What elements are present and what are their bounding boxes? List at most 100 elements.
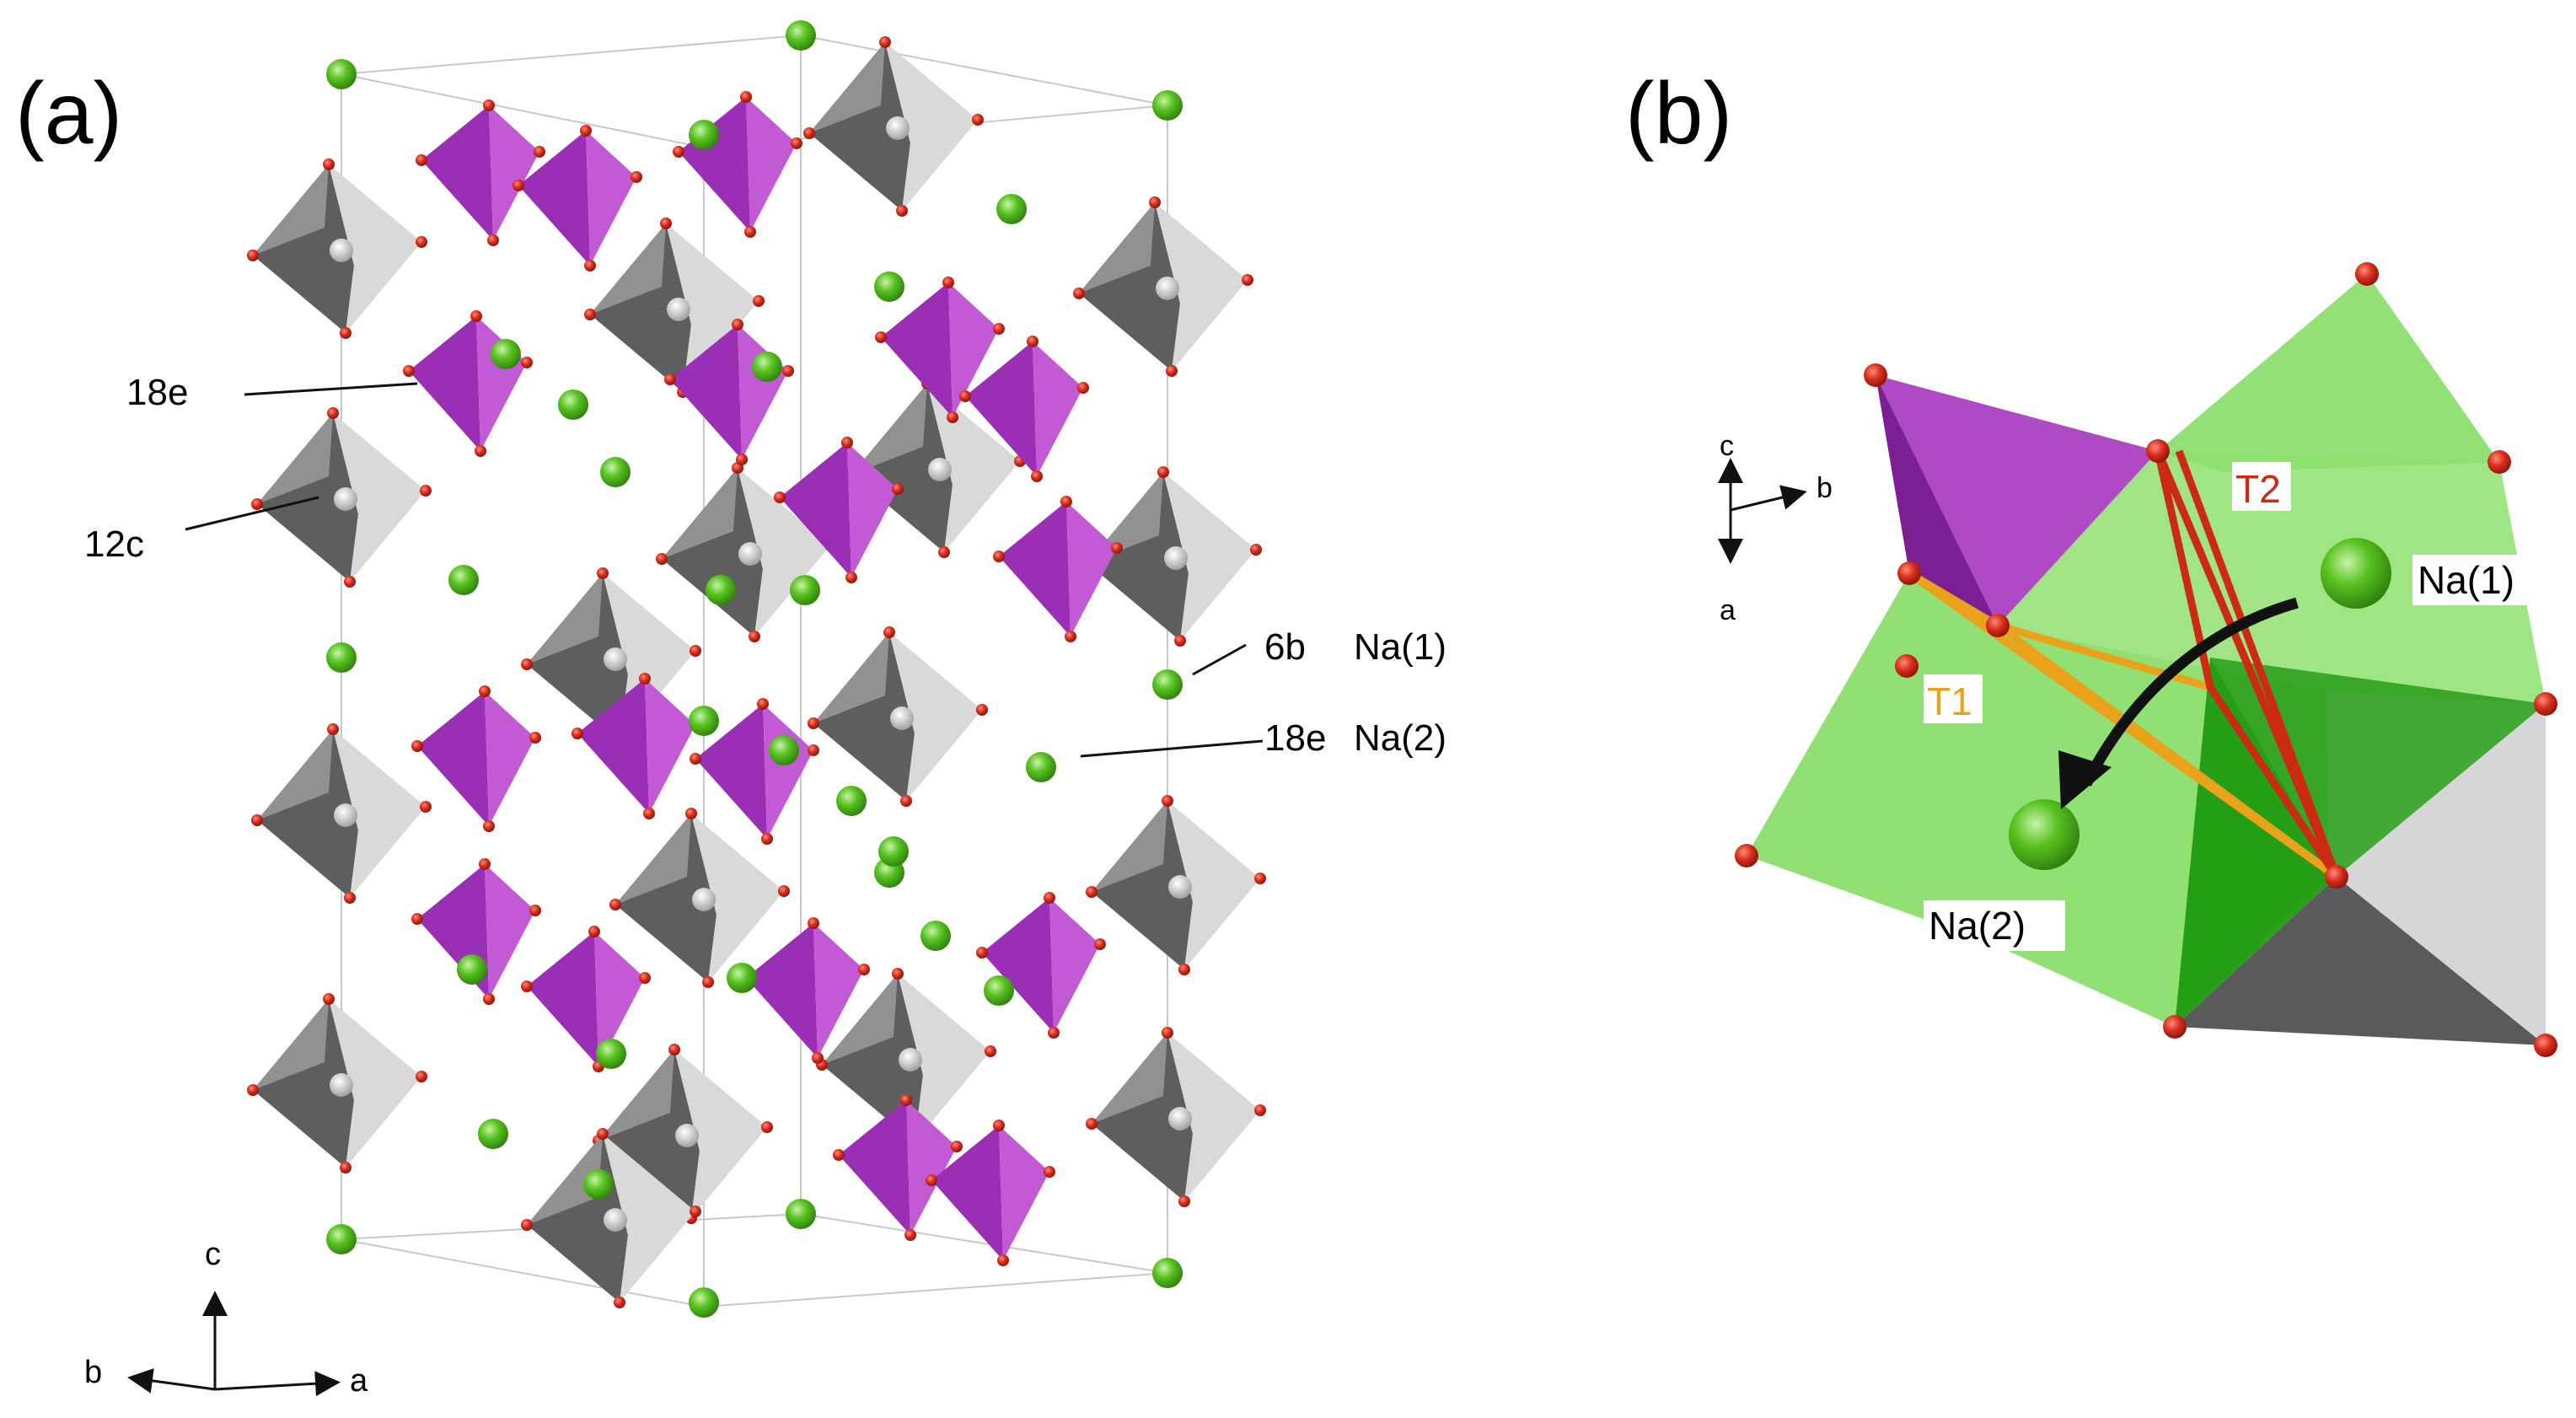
oxygen-atom [841,437,853,448]
oxygen-atom [2163,1015,2187,1039]
oxygen-atom [656,553,668,565]
tetrahedron [664,319,794,465]
tetrahedron-face-dark [982,898,1054,1033]
sodium-atom [326,1224,357,1254]
na2-ion [2009,799,2080,870]
octahedron-face-light [333,729,426,898]
tetrahedron [513,125,642,271]
oxygen-atom [521,357,533,368]
oxygen-atom [1178,964,1190,975]
oxygen-atom [1027,336,1038,347]
oxygen-atom [740,91,752,103]
tetrahedron-face-dark [839,1100,910,1235]
octahedron-face-dark [257,413,358,582]
leader-18e-na [1080,739,1264,758]
na2-label-b: Na(2) [1929,904,2026,948]
octahedron-face-dark [615,814,716,982]
octahedron-face-back [527,573,603,664]
oxygen-atom [951,1141,963,1152]
octahedron-face-dark [253,164,354,333]
tetrahedron [976,892,1106,1039]
octahedron-face-back [822,974,898,1065]
tetrahedron [833,1094,963,1241]
oxygen-atom [993,323,1005,335]
sodium-atom [1152,90,1183,121]
octahedron [1086,795,1266,975]
green-face-dark-2 [2175,658,2337,1027]
octahedron [808,626,988,807]
oxygen-atom [529,905,541,916]
unit-cell-outline [341,34,1168,1308]
oxygen-atom [774,491,786,503]
oxygen-atom [993,1120,1005,1131]
octahedron-face-dark [590,223,691,392]
tetrahedron-face-dark [409,316,480,451]
tetrahedron [403,310,533,457]
tetrahedron [411,685,541,832]
tetrahedron-face-dark [999,502,1071,636]
octahedron-face-light [329,999,421,1168]
oxygen-atom [664,373,676,385]
oxygen-atom [1250,544,1262,556]
octahedron-face-light [1167,801,1260,970]
oxygen-atom [690,753,701,765]
tetrahedron-face-dark [780,443,851,577]
oxygen-atom [1864,363,1887,387]
oxygen-atom [1254,873,1266,884]
oxygen-atom [896,205,908,217]
leader-12c [185,496,319,531]
oxygen-atom [416,154,427,166]
oxygen-atom [597,567,609,579]
octahedron-face-back [1079,202,1155,293]
octahedron-face-dark [1087,472,1189,641]
octahedron-face-dark [1092,801,1193,970]
octahedron-face-dark [809,42,910,211]
tetrahedron [673,91,802,238]
metal-atom [1168,1107,1192,1131]
t1-label-bg [1924,674,1983,723]
sodium-atom [874,271,904,302]
oxygen-atom [251,814,263,826]
octahedron-face-light [738,468,830,636]
t2-label: T2 [2235,467,2281,511]
octahedron-face-light [927,384,1020,552]
oxygen-atom [534,146,545,158]
oxygen-atom [614,1297,625,1308]
octahedron-face-back [590,223,666,314]
oxygen-atom [1094,938,1106,950]
octahedron-face-dark [1079,202,1180,371]
oxygen-atom [761,833,773,845]
tetrahedron-face-light [763,704,813,839]
tetrahedron [875,277,1005,423]
label-18e-na: 18e [1264,717,1326,759]
metal-atom [334,803,357,827]
oxygen-atom [327,723,339,735]
axis-b-c-label: c [1720,430,1734,462]
octahedron-face-light [1163,472,1256,641]
oxygen-atom [1897,561,1921,585]
sodium-atom [786,1199,816,1229]
oxygen-atom [247,1084,259,1096]
oxygen-atom [521,658,533,670]
sodium-atom [448,565,479,595]
oxygen-atom [732,319,743,330]
oxygen-atom [584,260,596,271]
oxygen-atom [251,498,263,510]
octahedron-face-back [257,729,333,820]
path-t2-triangle [2154,447,2341,881]
tetrahedron-face-light [1066,502,1117,636]
oxygen-atom [685,808,697,819]
metal-atom [334,487,357,511]
oxygen-atom [808,717,819,729]
axis-a-b-label: b [84,1355,102,1390]
oxygen-atom [529,732,541,744]
axis-b-b-label: b [1817,472,1833,504]
oxygen-atom [2355,262,2379,286]
oxygen-atom [904,1229,916,1241]
oxygen-atom [247,250,259,261]
sodium-atom [326,59,357,89]
oxygen-atom [420,801,432,813]
oxygen-atom [808,744,819,756]
label-18e-p: 18e [126,372,188,413]
